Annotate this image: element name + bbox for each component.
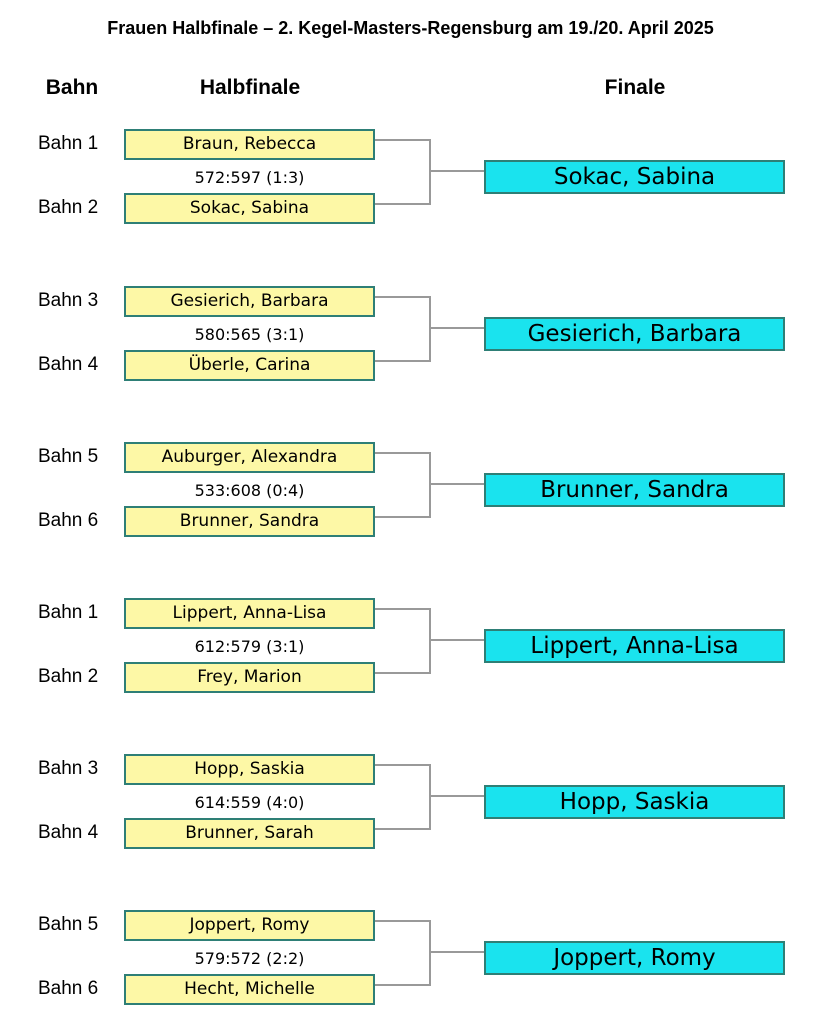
lane-label: Bahn 1 (38, 133, 99, 154)
connector-bottom (375, 984, 430, 986)
connector-top (375, 452, 430, 454)
semifinal-player-top: Gesierich, Barbara (124, 286, 375, 317)
connector-to-final (429, 951, 485, 953)
connector-top (375, 296, 430, 298)
semifinal-player-top: Hopp, Saskia (124, 754, 375, 785)
connector-to-final (429, 483, 485, 485)
semifinal-player-top: Joppert, Romy (124, 910, 375, 941)
match-score: 612:579 (3:1) (194, 637, 305, 656)
connector-to-final (429, 639, 485, 641)
connector-bottom (375, 672, 430, 674)
semifinal-player-bottom: Überle, Carina (124, 350, 375, 381)
match-score: 572:597 (1:3) (194, 168, 305, 187)
semifinal-player-bottom: Hecht, Michelle (124, 974, 375, 1005)
header-finale: Finale (604, 76, 666, 99)
connector-vertical (429, 296, 431, 362)
final-player: Hopp, Saskia (484, 785, 785, 819)
final-player: Brunner, Sandra (484, 473, 785, 507)
connector-to-final (429, 327, 485, 329)
semifinal-player-bottom: Brunner, Sarah (124, 818, 375, 849)
lane-label: Bahn 4 (38, 354, 99, 375)
semifinal-player-bottom: Frey, Marion (124, 662, 375, 693)
semifinal-player-top: Lippert, Anna-Lisa (124, 598, 375, 629)
lane-label: Bahn 5 (38, 446, 99, 467)
connector-vertical (429, 920, 431, 986)
semifinal-player-bottom: Brunner, Sandra (124, 506, 375, 537)
match-score: 614:559 (4:0) (194, 793, 305, 812)
lane-label: Bahn 6 (38, 510, 99, 531)
header-bahn: Bahn (45, 76, 99, 99)
lane-label: Bahn 2 (38, 666, 99, 687)
connector-vertical (429, 139, 431, 205)
semifinal-player-top: Braun, Rebecca (124, 129, 375, 160)
connector-vertical (429, 452, 431, 518)
connector-top (375, 920, 430, 922)
connector-to-final (429, 170, 485, 172)
connector-bottom (375, 203, 430, 205)
final-player: Lippert, Anna-Lisa (484, 629, 785, 663)
final-player: Sokac, Sabina (484, 160, 785, 194)
lane-label: Bahn 3 (38, 290, 99, 311)
connector-top (375, 764, 430, 766)
connector-vertical (429, 608, 431, 674)
lane-label: Bahn 1 (38, 602, 99, 623)
lane-label: Bahn 3 (38, 758, 99, 779)
connector-to-final (429, 795, 485, 797)
final-player: Joppert, Romy (484, 941, 785, 975)
semifinal-player-bottom: Sokac, Sabina (124, 193, 375, 224)
connector-top (375, 608, 430, 610)
page-title: Frauen Halbfinale – 2. Kegel-Masters-Reg… (107, 18, 714, 38)
final-player: Gesierich, Barbara (484, 317, 785, 351)
lane-label: Bahn 6 (38, 978, 99, 999)
match-score: 579:572 (2:2) (194, 949, 305, 968)
lane-label: Bahn 2 (38, 197, 99, 218)
connector-vertical (429, 764, 431, 830)
lane-label: Bahn 5 (38, 914, 99, 935)
match-score: 580:565 (3:1) (194, 325, 305, 344)
match-score: 533:608 (0:4) (194, 481, 305, 500)
lane-label: Bahn 4 (38, 822, 99, 843)
semifinal-player-top: Auburger, Alexandra (124, 442, 375, 473)
connector-bottom (375, 360, 430, 362)
connector-bottom (375, 828, 430, 830)
header-halbfinale: Halbfinale (199, 76, 301, 99)
connector-bottom (375, 516, 430, 518)
connector-top (375, 139, 430, 141)
